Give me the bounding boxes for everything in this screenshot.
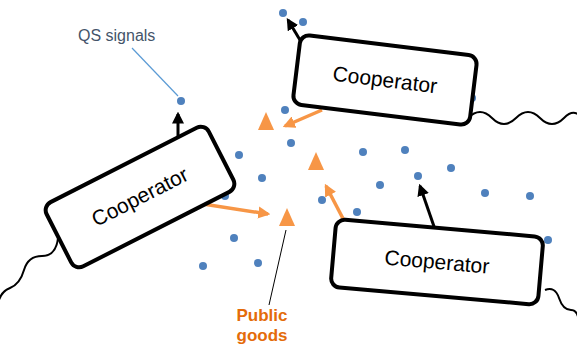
public-good <box>279 208 295 226</box>
signal-label: QS signals <box>78 26 198 45</box>
cell-box: Cooperator <box>290 32 480 128</box>
leader-line <box>132 48 178 96</box>
public-good <box>308 152 324 170</box>
public-goods-label: Public goods <box>222 306 302 347</box>
flagellum <box>468 112 577 124</box>
public-goods-triangles <box>258 112 324 226</box>
cell-label: Cooperator <box>88 162 193 231</box>
cell-label: Cooperator <box>331 62 438 99</box>
flagellum <box>0 238 58 304</box>
leader-line <box>269 230 286 305</box>
flagellum <box>545 289 577 326</box>
flagella <box>0 112 577 326</box>
cell-box: Cooperator <box>40 121 240 273</box>
public-good <box>258 112 274 130</box>
secretion-arrow <box>285 110 322 126</box>
cell-label: Cooperator <box>384 245 491 278</box>
cell-box: Cooperator <box>328 217 545 307</box>
